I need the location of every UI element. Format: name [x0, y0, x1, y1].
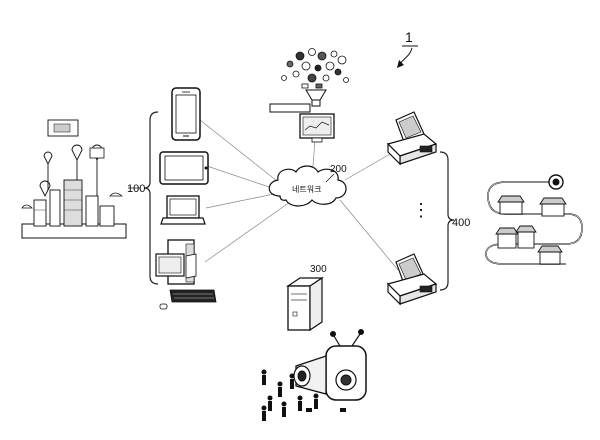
system-ref-label: 1: [405, 29, 413, 45]
shop-route-icon: [485, 174, 583, 265]
tablet-icon: [159, 151, 209, 185]
bracket-merchant-terminals: [439, 151, 455, 291]
link-network-pos-bottom: [339, 199, 399, 271]
camera-people-icon: [261, 329, 367, 421]
smartphone-icon: [171, 87, 201, 141]
laptop-icon: [160, 195, 206, 225]
data-monitor-icon: [269, 48, 349, 143]
terminals-ellipsis: ⋮: [412, 200, 430, 220]
pos-terminal-icon-top: [386, 111, 438, 166]
server-tower-icon: [286, 276, 324, 332]
pos-terminal-icon-bottom: [386, 253, 438, 306]
cloud-icon: 네트워크: [268, 165, 347, 207]
link-desktop-network: [204, 201, 291, 263]
merchant-terminals-ref: 400: [452, 217, 470, 229]
system-reference: 1: [397, 29, 418, 68]
link-tablet-network: [206, 165, 273, 189]
network-label: 네트워크: [292, 185, 321, 194]
link-smartphone-network: [199, 119, 283, 186]
connection-lines: [199, 119, 399, 271]
link-laptop-network: [205, 193, 275, 209]
link-network-pos-top: [344, 149, 398, 181]
network-ref: 200: [330, 164, 347, 175]
server-ref: 300: [310, 264, 327, 275]
desktop-pc-icon: [155, 239, 217, 310]
bracket-user-devices: [128, 111, 159, 285]
city-location-icon: [21, 119, 127, 239]
user-devices-ref: 100: [127, 183, 145, 195]
